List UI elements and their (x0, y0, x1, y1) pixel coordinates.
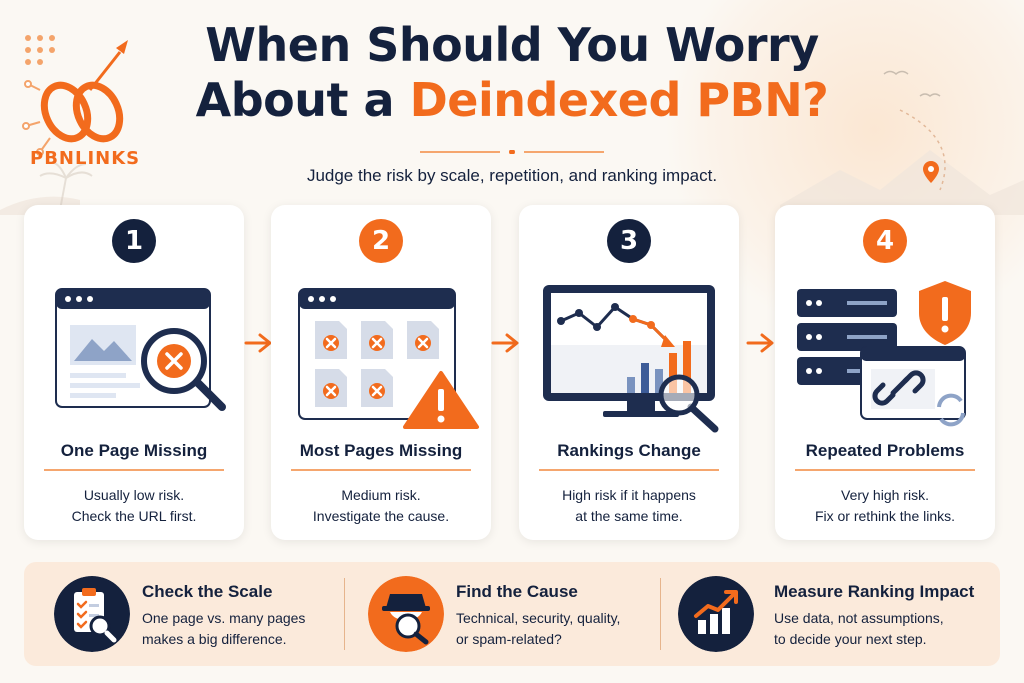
tip-find-cause: Find the Cause Technical, security, qual… (354, 562, 664, 666)
step-desc-3: High risk if it happens at the same time… (519, 485, 739, 527)
step-card-3: 3 Rankings Change High risk if it happen… (519, 205, 739, 540)
step-card-1: 1 One Page Missing Usually low risk. Che… (24, 205, 244, 540)
tip-desc-line: One page vs. many pages (142, 610, 306, 626)
tip-desc-line: or spam-related? (456, 631, 562, 647)
tip-check-scale: Check the Scale One page vs. many pages … (24, 562, 344, 666)
arrow-right-icon (746, 333, 774, 353)
tip-desc: Use data, not assumptions, to decide you… (774, 608, 944, 650)
step-rule-3 (539, 469, 719, 471)
tip-desc: One page vs. many pages makes a big diff… (142, 608, 305, 650)
step-title-1: One Page Missing (60, 441, 208, 460)
browser-magnifier-x-icon (55, 288, 226, 411)
tip-desc-line: Use data, not assumptions, (774, 610, 944, 626)
clipboard-magnifier-icon (54, 576, 130, 652)
step-card-2: 2 Most Pages Missing Medium risk. Invest… (271, 205, 491, 540)
step-desc-line: Usually low risk. (83, 487, 185, 503)
logo-text: PBNLINKS (30, 148, 141, 169)
step-desc-line: High risk if it happens (562, 487, 696, 503)
pages-warning-icon (298, 288, 479, 429)
arrow-right-icon (491, 333, 519, 353)
title-line-2-prefix: About a (195, 73, 410, 127)
pbnlinks-logo-icon (22, 35, 128, 156)
step-desc-line: at the same time. (575, 508, 683, 524)
tip-desc-line: Technical, security, quality, (456, 610, 621, 626)
step-desc-1: Usually low risk. Check the URL first. (24, 485, 244, 527)
tip-desc: Technical, security, quality, or spam-re… (456, 608, 620, 650)
step-number-3: 3 (607, 219, 651, 263)
step-card-4: 4 Repeated Problems Very high risk. Fix … (775, 205, 995, 540)
step-desc-4: Very high risk. Fix or rethink the links… (775, 485, 995, 527)
growth-chart-icon (678, 576, 754, 652)
title-accent: Deindexed PBN? (409, 73, 829, 127)
tip-desc-line: makes a big difference. (142, 631, 287, 647)
tips-panel: Check the Scale One page vs. many pages … (24, 562, 1000, 666)
step-desc-line: Very high risk. (841, 487, 929, 503)
detective-icon (368, 576, 444, 652)
step-desc-line: Medium risk. (341, 487, 421, 503)
tip-title: Measure Ranking Impact (774, 582, 975, 601)
page-title: When Should You Worry About a Deindexed … (0, 18, 1024, 128)
step-desc-2: Medium risk. Investigate the cause. (271, 485, 491, 527)
server-shield-link-icon (797, 281, 971, 427)
arrow-right-icon (244, 333, 272, 353)
step-number-1: 1 (112, 219, 156, 263)
step-number-4: 4 (863, 219, 907, 263)
step-rule-1 (44, 469, 224, 471)
step-rule-4 (795, 469, 975, 471)
step-desc-line: Investigate the cause. (312, 508, 450, 524)
step-desc-line: Fix or rethink the links. (814, 508, 956, 524)
step-number-2: 2 (359, 219, 403, 263)
subtitle: Judge the risk by scale, repetition, and… (306, 166, 718, 185)
step-title-2: Most Pages Missing (299, 441, 463, 460)
step-title-3: Rankings Change (557, 441, 701, 460)
tip-title: Find the Cause (456, 582, 578, 601)
tip-desc-line: to decide your next step. (774, 631, 927, 647)
monitor-chart-icon (543, 285, 719, 433)
title-divider (420, 150, 604, 154)
divider (660, 578, 661, 650)
tip-measure-impact: Measure Ranking Impact Use data, not ass… (664, 562, 1000, 666)
location-pin-icon (923, 161, 939, 183)
tip-title: Check the Scale (142, 582, 273, 601)
step-desc-line: Check the URL first. (71, 508, 197, 524)
step-title-4: Repeated Problems (805, 441, 965, 460)
title-line-1: When Should You Worry (205, 18, 819, 72)
divider (344, 578, 345, 650)
step-rule-2 (291, 469, 471, 471)
title-line-2: About a Deindexed PBN? (0, 72, 1024, 128)
